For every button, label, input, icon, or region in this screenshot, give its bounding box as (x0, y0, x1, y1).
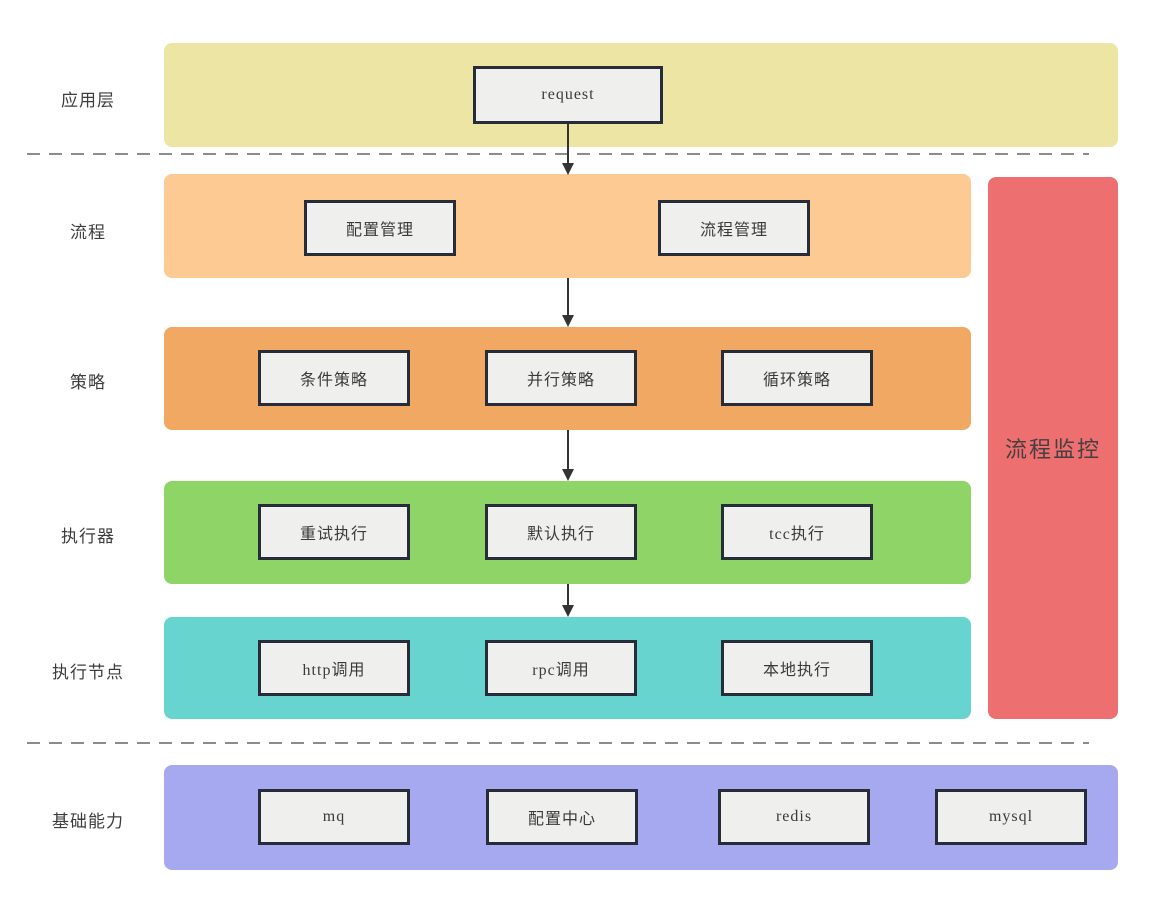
box-mq: mq (258, 789, 410, 845)
box-flow-mgmt: 流程管理 (658, 200, 810, 256)
arrow-executor-to-node-head (562, 605, 574, 617)
box-tcc-executor: tcc执行 (721, 504, 873, 560)
box-local-exec: 本地执行 (721, 640, 873, 696)
layer-label-strategy: 策略 (70, 373, 106, 392)
box-http-call: http调用 (258, 640, 410, 696)
arrow-request-to-flow-line (567, 124, 569, 167)
box-config-center: 配置中心 (486, 789, 638, 845)
box-config-mgmt: 配置管理 (304, 200, 456, 256)
arrow-executor-to-node-line (567, 584, 569, 607)
monitor-label: 流程监控 (1004, 437, 1101, 462)
dashed-divider-bottom (27, 742, 1089, 744)
arrow-strategy-to-executor-head (562, 469, 574, 481)
arrow-request-to-flow-head (562, 163, 574, 175)
arrow-strategy-to-executor-line (567, 430, 569, 471)
box-default-executor: 默认执行 (485, 504, 637, 560)
arrow-flow-to-strategy-line (567, 278, 569, 317)
layer-label-flow: 流程 (70, 223, 106, 242)
box-retry-executor: 重试执行 (258, 504, 410, 560)
box-redis: redis (718, 789, 870, 845)
box-request: request (473, 66, 663, 124)
monitor-band: 流程监控 (988, 177, 1118, 719)
box-loop-strategy: 循环策略 (721, 350, 873, 406)
layer-label-base: 基础能力 (52, 812, 124, 831)
layer-label-executor: 执行器 (61, 527, 115, 546)
box-mysql: mysql (935, 789, 1087, 845)
box-parallel-strategy: 并行策略 (485, 350, 637, 406)
arrow-flow-to-strategy-head (562, 315, 574, 327)
box-rpc-call: rpc调用 (485, 640, 637, 696)
layer-label-app: 应用层 (61, 91, 115, 110)
layer-label-node: 执行节点 (52, 663, 124, 682)
band-flow (164, 174, 971, 278)
box-condition-strategy: 条件策略 (258, 350, 410, 406)
dashed-divider-top (27, 153, 1089, 155)
